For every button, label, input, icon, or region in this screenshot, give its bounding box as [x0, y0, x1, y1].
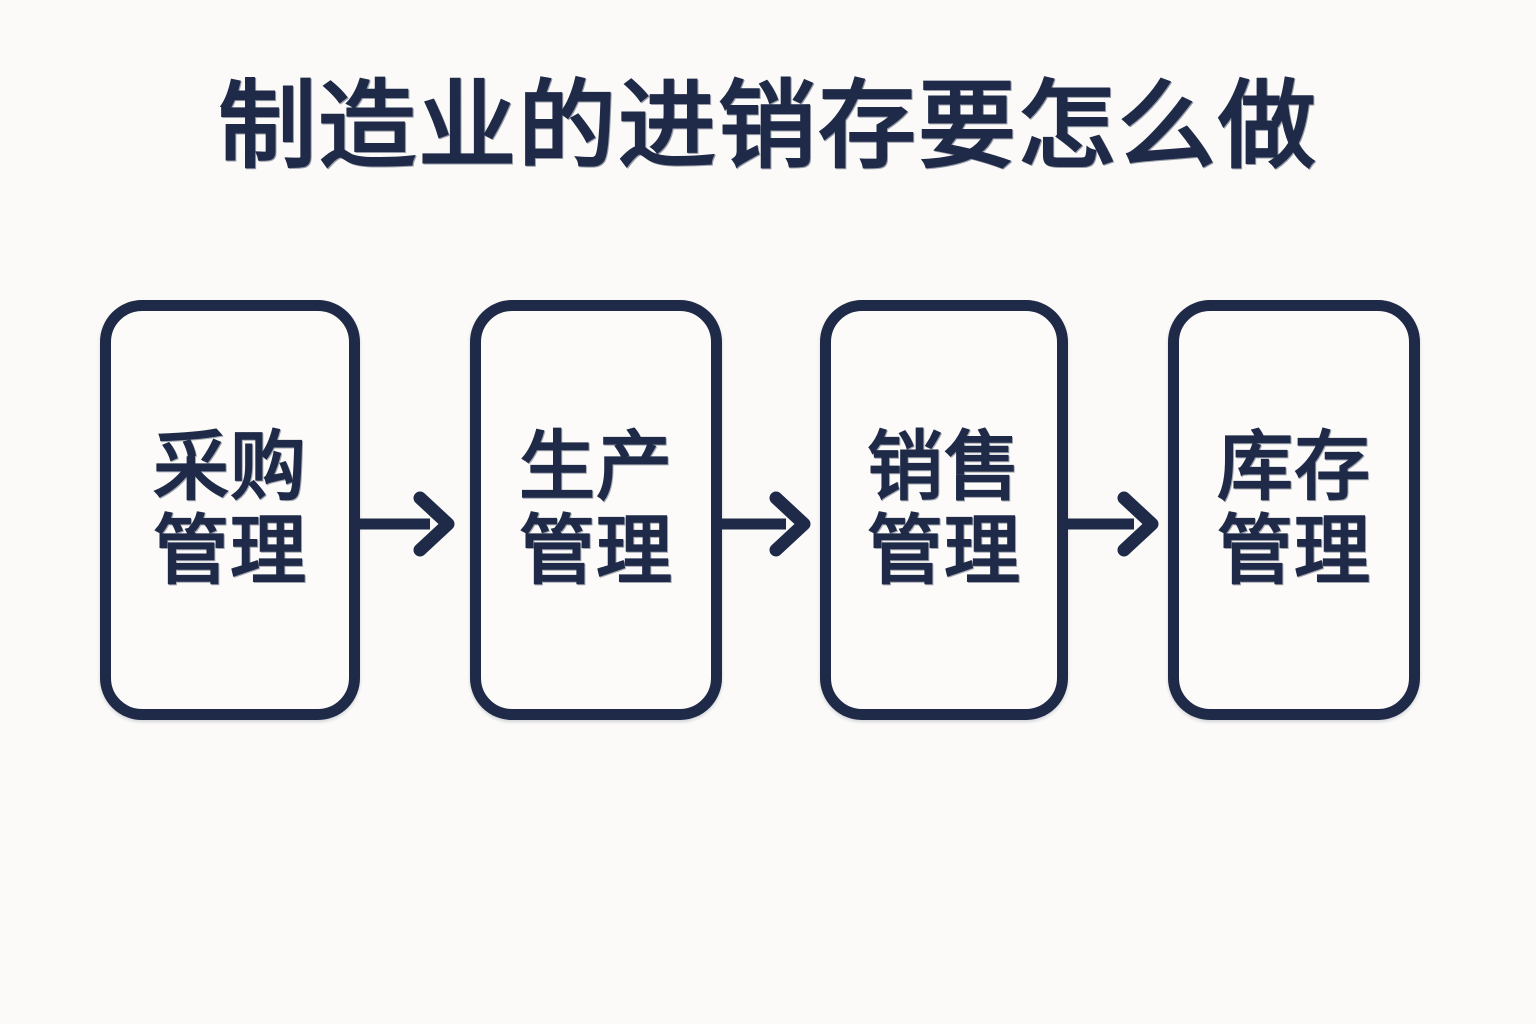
process-step-inventory[interactable]: 库存 管理 [1168, 300, 1420, 720]
arrow-right-icon [714, 488, 818, 560]
arrow-right-icon [358, 488, 462, 560]
process-step-label: 采购 管理 [153, 425, 307, 594]
process-step-label: 生产 管理 [519, 425, 673, 594]
arrow-right-icon [1062, 488, 1166, 560]
process-flow-row: 采购 管理 生产 管理 销售 管理 [100, 300, 1420, 720]
process-step-label: 库存 管理 [1217, 425, 1371, 594]
process-step-label: 销售 管理 [867, 425, 1021, 594]
process-step-production[interactable]: 生产 管理 [470, 300, 722, 720]
page-title: 制造业的进销存要怎么做 [218, 73, 1318, 180]
process-step-procurement[interactable]: 采购 管理 [100, 300, 360, 720]
process-step-sales[interactable]: 销售 管理 [820, 300, 1068, 720]
